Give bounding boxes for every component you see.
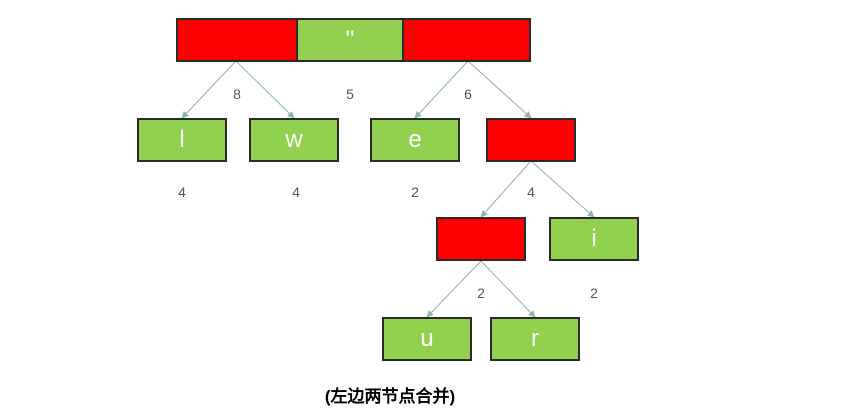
merged-node-low — [436, 217, 526, 261]
edge-root-to-e — [414, 60, 469, 119]
weight-leaf-i: 2 — [590, 285, 598, 301]
leaf-node-w: w — [249, 118, 339, 162]
leaf-node-r: r — [490, 317, 580, 361]
weight-root-middle: 5 — [346, 86, 354, 102]
edge-mid-to-i — [530, 160, 595, 218]
merged-node-mid — [486, 118, 576, 162]
leaf-node-i: i — [549, 217, 639, 261]
root-segment-space: '' — [296, 18, 404, 62]
leaf-node-e: e — [370, 118, 460, 162]
weight-leaf-e: 2 — [411, 184, 419, 200]
edge-root-to-w — [235, 60, 295, 119]
edge-low-to-u — [426, 260, 482, 318]
root-segment-right — [402, 18, 531, 62]
caption: (左边两节点合并) — [324, 387, 456, 406]
weight-root-left: 8 — [233, 86, 241, 102]
edge-root-to-l — [181, 60, 237, 119]
weight-merged-low: 2 — [477, 285, 485, 301]
edge-mid-to-low — [480, 160, 532, 218]
edge-low-to-r — [480, 260, 536, 318]
leaf-node-u: u — [382, 317, 472, 361]
weight-root-right: 6 — [464, 86, 472, 102]
weight-merged-mid: 4 — [527, 184, 535, 200]
leaf-node-l: l — [137, 118, 227, 162]
weight-leaf-l: 4 — [178, 184, 186, 200]
root-segment-left — [176, 18, 298, 62]
weight-leaf-w: 4 — [292, 184, 300, 200]
edge-root-to-merged-mid — [467, 60, 532, 119]
